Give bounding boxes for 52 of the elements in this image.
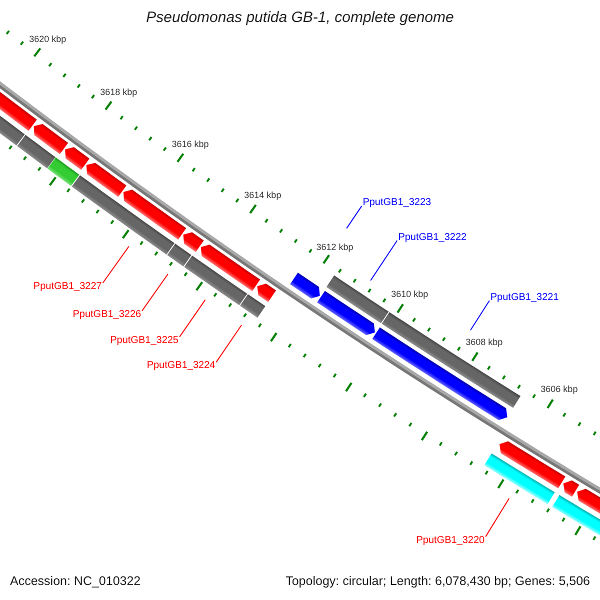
gene-label: PputGB1_3225 [110, 334, 178, 347]
gene-bar [240, 294, 266, 318]
gene-bar [17, 134, 56, 168]
gene-block [34, 124, 68, 154]
scale-label: 3606 kbp [540, 384, 578, 394]
gene-label: PputGB1_3227 [33, 281, 102, 293]
leader-line [346, 205, 362, 229]
leader-line [179, 299, 206, 338]
gene-block [500, 441, 566, 488]
gene-label: PputGB1_3220 [416, 534, 485, 547]
gene-block [257, 284, 276, 302]
scale-label: 3612 kbp [316, 242, 354, 252]
gene-label: PputGB1_3224 [146, 360, 216, 372]
gene-block [372, 327, 508, 420]
gene-bar [184, 256, 248, 306]
leader-line [102, 246, 130, 284]
gene-block [563, 480, 580, 497]
gene-bar [0, 116, 25, 146]
scale-label: 3608 kbp [466, 337, 503, 348]
leader-line [142, 274, 168, 312]
gene-bar [47, 157, 80, 186]
scale-label: 3620 kbp [29, 34, 66, 44]
scale-label: 3616 kbp [172, 139, 209, 149]
gene-block [0, 92, 37, 131]
gene-bar [382, 312, 521, 408]
gene-block [317, 290, 375, 336]
leader-line [370, 240, 398, 281]
accession-text: Accession: NC_010322 [10, 574, 141, 589]
gene-block [290, 272, 320, 298]
gene-block [183, 232, 204, 252]
gene-block [65, 147, 90, 170]
gene-bar [167, 244, 192, 267]
gene-label: PputGB1_3223 [362, 196, 432, 209]
leader-line [216, 324, 242, 363]
gene-block [86, 162, 126, 197]
scale-label: 3614 kbp [244, 190, 282, 200]
leader-line [470, 300, 490, 331]
scale-label: 3610 kbp [391, 289, 428, 300]
gene-bar [72, 175, 175, 255]
gene-label: PputGB1_3221 [490, 292, 559, 304]
gene-block [577, 488, 600, 514]
leader-line [485, 498, 510, 538]
gene-block [200, 244, 260, 292]
gene-bar [326, 275, 389, 324]
scale-label: 3618 kbp [100, 86, 138, 97]
gene-label: PputGB1_3226 [72, 308, 142, 321]
gene-block [123, 190, 186, 240]
genome-summary-text: Topology: circular; Length: 6,078,430 bp; Genes: 5,506 [286, 574, 590, 589]
diagram-title: Pseudomonas putida GB-1, complete genome [146, 9, 454, 27]
gene-bar [484, 453, 555, 504]
gene-label: PputGB1_3222 [398, 232, 467, 244]
gene-bar [552, 495, 600, 536]
